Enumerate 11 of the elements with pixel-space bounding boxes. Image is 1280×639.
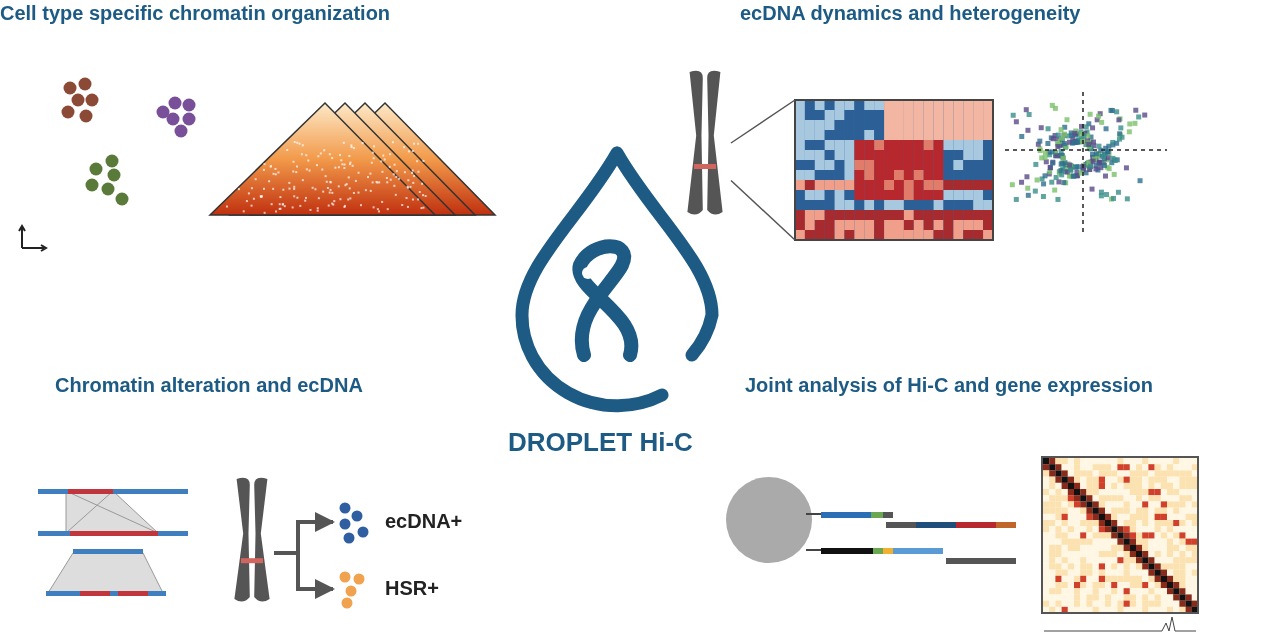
section-heading: ecDNA dynamics and heterogeneity (740, 2, 1081, 25)
cell-group: HSR+ (335, 565, 495, 613)
heatmap-picture (795, 100, 993, 240)
zoom-line (730, 99, 796, 144)
section-heading: Joint analysis of Hi-C and gene expression (745, 374, 1153, 397)
zoom-line (730, 179, 796, 241)
section-heading: Chromatin alteration and ecDNA (55, 374, 363, 397)
method-title: DROPLET Hi-C (508, 427, 693, 458)
section-heading: Cell type specific chromatin organization (0, 2, 391, 25)
cell-group: ecDNA+ (335, 498, 495, 546)
arrow (274, 551, 335, 599)
